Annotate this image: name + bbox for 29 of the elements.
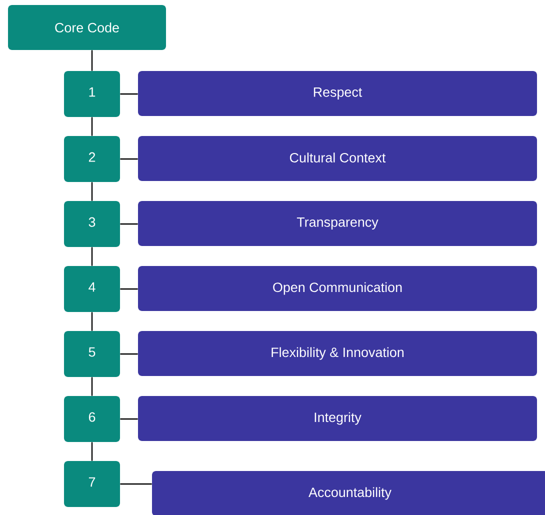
connector-line [120, 483, 152, 485]
number-box: 7 [64, 461, 120, 507]
number-box: 3 [64, 201, 120, 247]
value-box: Integrity [138, 396, 537, 441]
connector-line [91, 442, 93, 461]
number-box: 5 [64, 331, 120, 377]
value-box: Open Communication [138, 266, 537, 311]
connector-line [91, 50, 93, 71]
value-box: Respect [138, 71, 537, 116]
connector-line [120, 353, 138, 355]
connector-line [120, 158, 138, 160]
number-box: 2 [64, 136, 120, 182]
number-box: 6 [64, 396, 120, 442]
value-box: Transparency [138, 201, 537, 246]
connector-line [120, 223, 138, 225]
value-box: Accountability [152, 471, 545, 515]
number-box: 4 [64, 266, 120, 312]
connector-line [91, 117, 93, 136]
connector-line [91, 377, 93, 396]
value-box: Flexibility & Innovation [138, 331, 537, 376]
connector-line [120, 418, 138, 420]
connector-line [91, 312, 93, 331]
connector-line [120, 93, 138, 95]
connector-line [120, 288, 138, 290]
value-box: Cultural Context [138, 136, 537, 181]
title-box: Core Code [8, 5, 166, 50]
connector-line [91, 182, 93, 201]
number-box: 1 [64, 71, 120, 117]
connector-line [91, 247, 93, 266]
